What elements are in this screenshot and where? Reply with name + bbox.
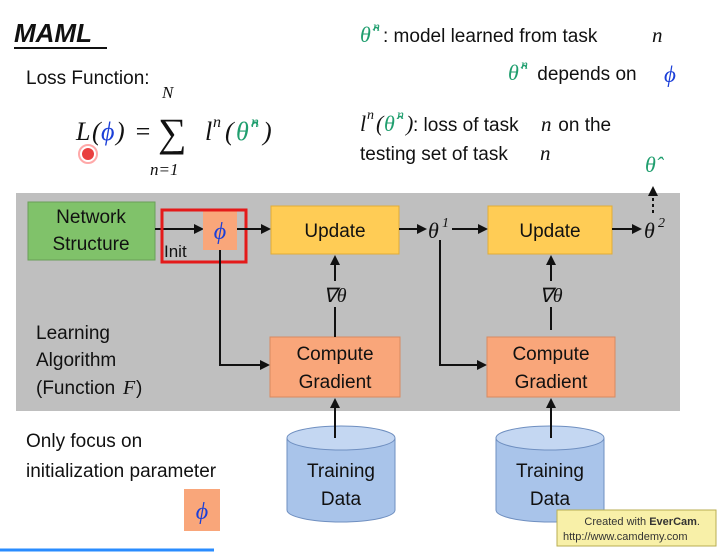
formula-sum-bottom: n=1	[150, 160, 178, 179]
focus-text-line1: Only focus on	[26, 431, 142, 452]
formula-phi: ϕ	[101, 117, 114, 146]
svg-text:ϕ: ϕ	[664, 62, 676, 87]
evercam-watermark: Created with EverCam. http://www.camdemy…	[556, 509, 717, 547]
svg-text:1: 1	[442, 216, 449, 231]
init-label: Init	[164, 242, 187, 261]
phi-box	[203, 210, 237, 250]
svg-text:Gradient: Gradient	[515, 372, 589, 393]
phi-symbol: ϕ	[214, 219, 226, 245]
training-data-cylinder-2: Training Data	[495, 425, 605, 523]
init-highlight-box	[160, 208, 248, 264]
update-box-2	[487, 205, 613, 255]
note-testing-set: testing set of task n	[360, 141, 551, 165]
gradient-label-2: ∇θ	[539, 285, 562, 307]
svg-text:Compute: Compute	[512, 344, 589, 365]
svg-text:Compute: Compute	[296, 344, 373, 365]
formula-theta-sup: n	[251, 114, 259, 131]
formula-term-close: )	[261, 117, 272, 146]
formula-l: l	[205, 117, 212, 146]
theta2-label: θ	[644, 218, 655, 243]
update-box-1	[270, 205, 400, 255]
training-data-cylinder-1: Training Data	[286, 425, 396, 523]
loss-function-label: Loss Function:	[26, 68, 150, 89]
formula-L: L	[75, 117, 90, 146]
svg-text:2: 2	[658, 216, 665, 231]
svg-text:depends on: depends on	[532, 64, 642, 85]
svg-text:Algorithm: Algorithm	[36, 350, 116, 371]
svg-text:Training: Training	[307, 461, 375, 482]
svg-text:n: n	[540, 141, 551, 165]
svg-text:Update: Update	[304, 221, 365, 242]
focus-phi-box	[184, 489, 220, 531]
formula-term-open: (	[225, 117, 235, 146]
svg-text:n: n	[397, 108, 404, 123]
svg-text:): )	[136, 378, 142, 399]
focus-phi-symbol: ϕ	[196, 499, 208, 525]
svg-text:on the: on the	[553, 115, 611, 136]
svg-text:Structure: Structure	[52, 234, 129, 255]
theta1-to-compute2-arrow	[439, 240, 487, 370]
focus-text-line2: initialization parameter	[26, 461, 217, 482]
svg-text:n: n	[373, 20, 380, 35]
phi-to-compute1-arrow	[219, 250, 270, 370]
svg-text:http://www.camdemy.com: http://www.camdemy.com	[563, 531, 688, 543]
formula-sum-top: N	[161, 83, 175, 102]
svg-text:Learning: Learning	[36, 323, 110, 344]
svg-text:Created with EverCam.: Created with EverCam.	[563, 516, 715, 528]
gradient-label-1: ∇θ	[323, 285, 346, 307]
compute-gradient-box-1	[269, 336, 401, 398]
svg-text:(Function: (Function	[36, 378, 120, 399]
laser-pointer-dot	[82, 148, 94, 160]
formula-open-paren: (	[92, 117, 102, 146]
svg-text:n: n	[521, 58, 528, 73]
svg-text:n: n	[652, 23, 663, 47]
svg-text:n: n	[541, 112, 552, 136]
formula-close-paren: )	[114, 117, 125, 146]
svg-text:F: F	[122, 377, 136, 399]
note-model-learned: θ̂ n : model learned from task n	[360, 20, 663, 47]
svg-text:: loss of task: : loss of task	[413, 115, 524, 136]
loss-formula: L ( ϕ ) = N ∑ n=1 l n ( θ̂ n )	[75, 83, 272, 179]
svg-text:Gradient: Gradient	[299, 372, 373, 393]
theta1-label: θ	[428, 218, 439, 243]
formula-l-sup: n	[213, 114, 221, 131]
slide-title: MAML	[14, 18, 92, 48]
theta-hat-label: θ̂	[645, 152, 665, 177]
svg-text:Network: Network	[56, 207, 126, 228]
formula-equals: =	[134, 117, 152, 146]
svg-text:: model learned from task: : model learned from task	[383, 26, 603, 47]
svg-text:): )	[404, 111, 413, 136]
note-depends-on-phi: θ̂ n depends on ϕ	[508, 58, 676, 87]
svg-text:testing set of task: testing set of task	[360, 144, 513, 165]
svg-text:Training: Training	[516, 461, 584, 482]
svg-text:Update: Update	[519, 221, 580, 242]
formula-sum: ∑	[158, 110, 187, 155]
svg-text:n: n	[367, 108, 374, 123]
note-loss-of-task: l n ( θ̂ n ) : loss of task n on the	[360, 108, 611, 136]
compute-gradient-box-2	[486, 336, 616, 398]
svg-text:l: l	[360, 111, 366, 136]
svg-text:(: (	[376, 111, 385, 136]
svg-text:Data: Data	[530, 489, 571, 510]
network-structure-box	[27, 201, 156, 261]
svg-text:Data: Data	[321, 489, 362, 510]
learning-algorithm-label: Learning Algorithm (Function F )	[36, 323, 142, 399]
